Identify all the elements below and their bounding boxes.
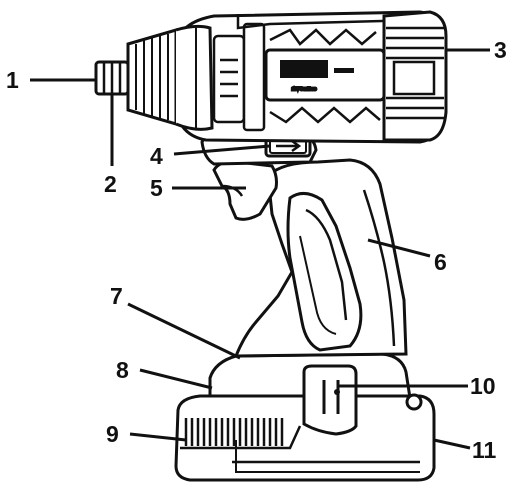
housing-vents [212, 22, 266, 132]
nose-cone-ribs [135, 34, 169, 120]
leader-line-9 [129, 432, 187, 442]
leader-line-8 [139, 368, 213, 390]
callout-7: 7 [110, 283, 123, 309]
logo-text: Tooled [284, 65, 313, 75]
plate-small-text: 18V Cordless [292, 86, 316, 91]
callout-9: 9 [106, 421, 119, 447]
callout-11: 11 [472, 437, 497, 463]
handle-grip [286, 192, 363, 352]
housing-pattern [269, 28, 381, 124]
callout-5: 5 [150, 175, 163, 201]
motor-housing: Tooled 18V Cordless [126, 10, 448, 144]
quick-release-chuck [94, 60, 130, 96]
leader-lines [30, 48, 490, 450]
logo-badge [280, 60, 328, 78]
callout-6: 6 [434, 249, 447, 275]
leader-line-4 [173, 144, 271, 156]
callout-numbers: 1 2 3 4 5 6 7 8 9 10 11 [6, 37, 507, 463]
battery-release-knob [405, 393, 423, 411]
battery-grip-ribs [184, 418, 284, 446]
battery-lower-body [174, 394, 436, 482]
rear-cap-ribs [386, 26, 444, 120]
callout-3: 3 [494, 37, 507, 63]
leader-line-11 [433, 438, 471, 450]
callout-2: 2 [104, 171, 117, 197]
leader-line-6 [367, 238, 431, 258]
belt-clip [302, 364, 358, 436]
callout-4: 4 [150, 143, 163, 169]
trigger-body [212, 160, 278, 221]
callout-1: 1 [6, 67, 19, 93]
battery-pack [174, 352, 436, 482]
trigger [212, 160, 278, 221]
leader-line-7 [127, 302, 241, 360]
callout-10: 10 [470, 373, 496, 399]
callout-8: 8 [116, 357, 129, 383]
